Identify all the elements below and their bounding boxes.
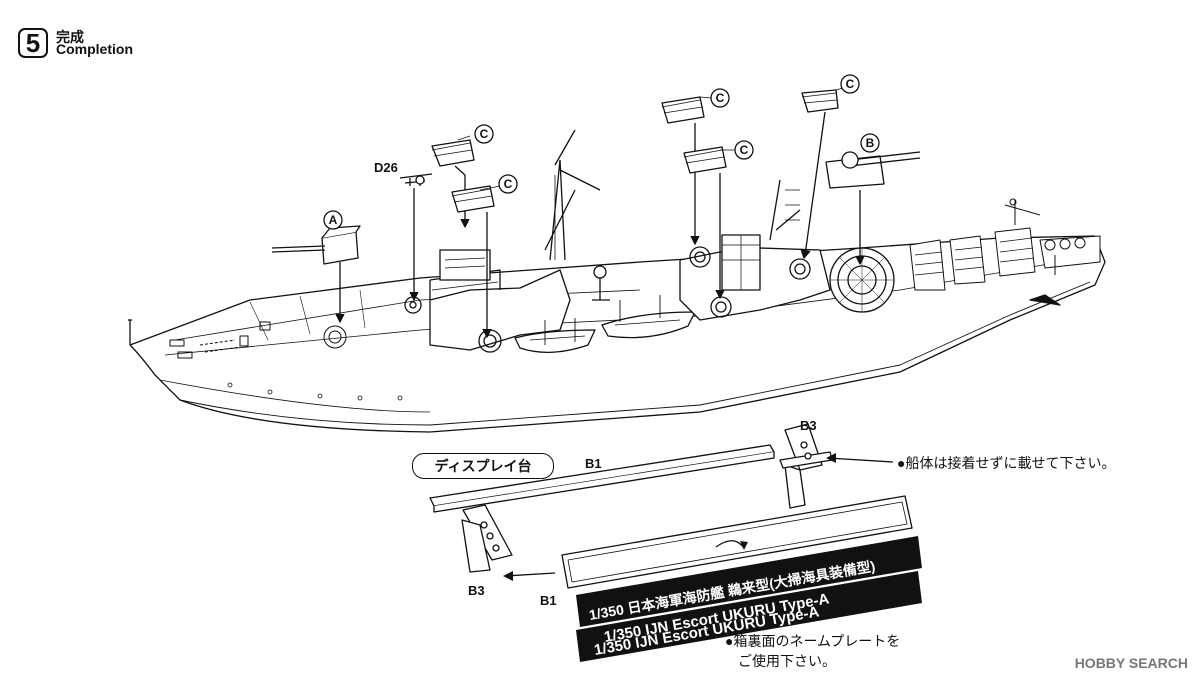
callout-b: B <box>866 136 875 150</box>
watermark: HOBBY SEARCH <box>1074 655 1188 671</box>
callout-c-2: C <box>504 177 513 191</box>
callout-c-5: C <box>846 77 855 91</box>
callout-a: A <box>329 213 338 227</box>
callout-d26: D26 <box>374 160 398 175</box>
display-stand-label: ディスプレイ台 <box>412 453 554 479</box>
note-plate-line-1: ●箱裏面のネームプレートを <box>725 633 900 649</box>
step-number-box: 5 <box>18 28 48 58</box>
callout-c-1: C <box>480 127 489 141</box>
callout-c-4: C <box>740 143 749 157</box>
label-b3-upper: B3 <box>800 418 817 433</box>
part-d26-rangefinder <box>399 173 433 301</box>
part-c-aa-gun-5 <box>800 89 839 259</box>
part-c-aa-gun-1 <box>431 139 475 228</box>
bridge-superstructure <box>404 129 601 353</box>
part-c-aa-gun-2 <box>451 185 495 338</box>
note-plate-line-2: ご使用下さい。 <box>738 653 836 669</box>
step-title-jp: 完成 <box>56 29 84 45</box>
forward-deck-fittings <box>169 321 347 359</box>
note-hull: ●船体は接着せずに載せて下さい。 <box>897 455 1115 471</box>
aft-superstructure <box>679 179 831 321</box>
part-a-main-gun <box>271 225 361 323</box>
label-b3-lower: B3 <box>468 583 485 598</box>
label-b1-lower: B1 <box>540 593 557 608</box>
part-c-aa-gun-3 <box>661 96 705 245</box>
callout-c-3: C <box>716 91 725 105</box>
label-b1-upper: B1 <box>585 456 602 471</box>
aft-gun-mount <box>829 247 895 313</box>
step-title-en: Completion <box>56 41 133 57</box>
depth-charge-racks <box>909 198 1101 291</box>
part-b-aft-gun <box>825 151 921 265</box>
part-c-aa-gun-4 <box>683 146 727 299</box>
lifeboats <box>514 265 696 353</box>
callout-markers <box>323 74 880 230</box>
